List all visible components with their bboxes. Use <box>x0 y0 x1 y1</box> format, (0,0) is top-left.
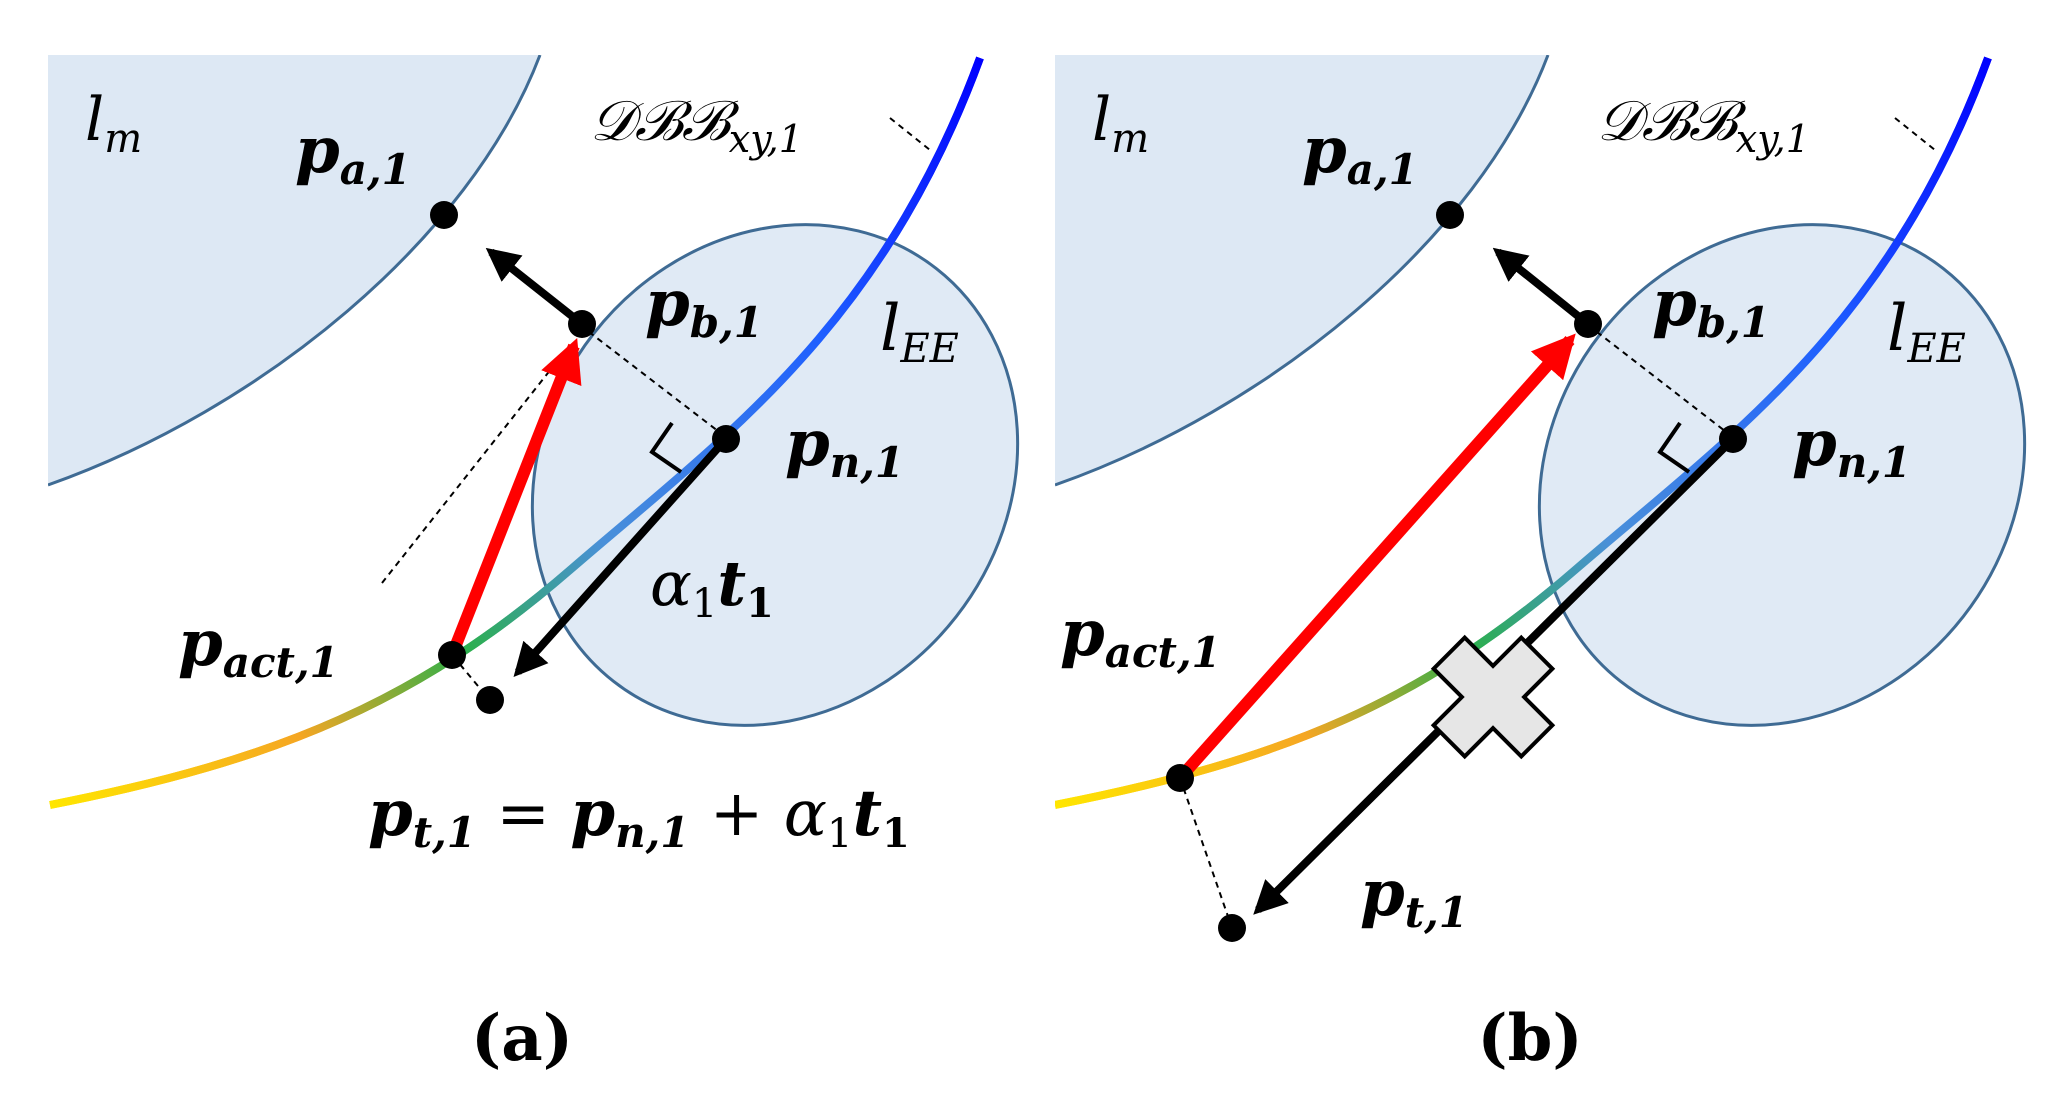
label-alpha-t: α1t1 <box>650 547 774 627</box>
desired-path-curve-overlay <box>1055 56 1992 809</box>
desired-path-curve-overlay <box>49 56 984 809</box>
manipulator-region-boundary <box>1055 55 1550 487</box>
dashed-leader-dbb <box>1894 117 1936 151</box>
panel-a: lm 𝒟ℬℬxy,1 pa,1 pb,1 lEE pn,1 α1t1 pact,… <box>48 55 1020 1076</box>
arrow-pb-to-pa <box>1492 247 1591 328</box>
label-lm: lm <box>85 85 142 162</box>
point-pb <box>568 310 596 338</box>
manipulator-region-boundary <box>48 55 542 487</box>
point-pa <box>1436 201 1464 229</box>
caption-b: (b) <box>1477 1001 1582 1076</box>
end-effector-region-lee <box>1537 223 2027 727</box>
right-angle-marker <box>649 421 683 474</box>
end-effector-region-lee <box>530 223 1020 727</box>
dashed-normal-line <box>1587 324 1735 439</box>
right-angle-marker <box>1657 421 1691 474</box>
arrow-pb-to-pa <box>485 247 585 328</box>
label-pact: pact,1 <box>178 606 339 687</box>
label-lee: lEE <box>1887 292 1966 372</box>
point-pt <box>476 686 504 714</box>
label-pb: pb,1 <box>1652 266 1770 347</box>
invalid-cross-icon <box>1430 634 1556 760</box>
point-pa <box>430 201 458 229</box>
dashed-normal-line <box>579 324 728 439</box>
dashed-pact-to-pt <box>1179 777 1233 929</box>
label-pa: pa,1 <box>295 113 411 194</box>
label-lee: lEE <box>880 292 959 372</box>
label-equation: pt,1 = pn,1 + α1t1 <box>368 776 910 857</box>
label-pn: pn,1 <box>785 406 904 487</box>
label-pa: pa,1 <box>1302 113 1418 194</box>
arrow-red-pact-to-pb <box>1175 333 1576 782</box>
point-pn <box>1719 425 1747 453</box>
label-pt: pt,1 <box>1360 856 1468 937</box>
point-pn <box>712 425 740 453</box>
arrow-pn-to-pt <box>513 436 729 678</box>
label-pb: pb,1 <box>645 266 763 347</box>
label-dbb: 𝒟ℬℬxy,1 <box>590 89 803 161</box>
point-pact <box>1166 764 1194 792</box>
label-pn: pn,1 <box>1792 406 1911 487</box>
caption-a: (a) <box>471 1001 573 1076</box>
point-pb <box>1574 310 1602 338</box>
panel-b: lm 𝒟ℬℬxy,1 pa,1 pb,1 lEE pn,1 pact,1 pt,… <box>1055 55 2027 1076</box>
point-pact <box>438 641 466 669</box>
label-pact: pact,1 <box>1060 596 1221 677</box>
dashed-leader-dbb <box>889 117 931 151</box>
arrow-red-pact-to-pb <box>446 337 582 658</box>
label-lm: lm <box>1092 85 1149 162</box>
manipulator-region-lm <box>1055 55 1548 485</box>
label-dbb: 𝒟ℬℬxy,1 <box>1597 89 1810 161</box>
manipulator-region-lm <box>48 55 540 485</box>
point-pt <box>1218 914 1246 942</box>
